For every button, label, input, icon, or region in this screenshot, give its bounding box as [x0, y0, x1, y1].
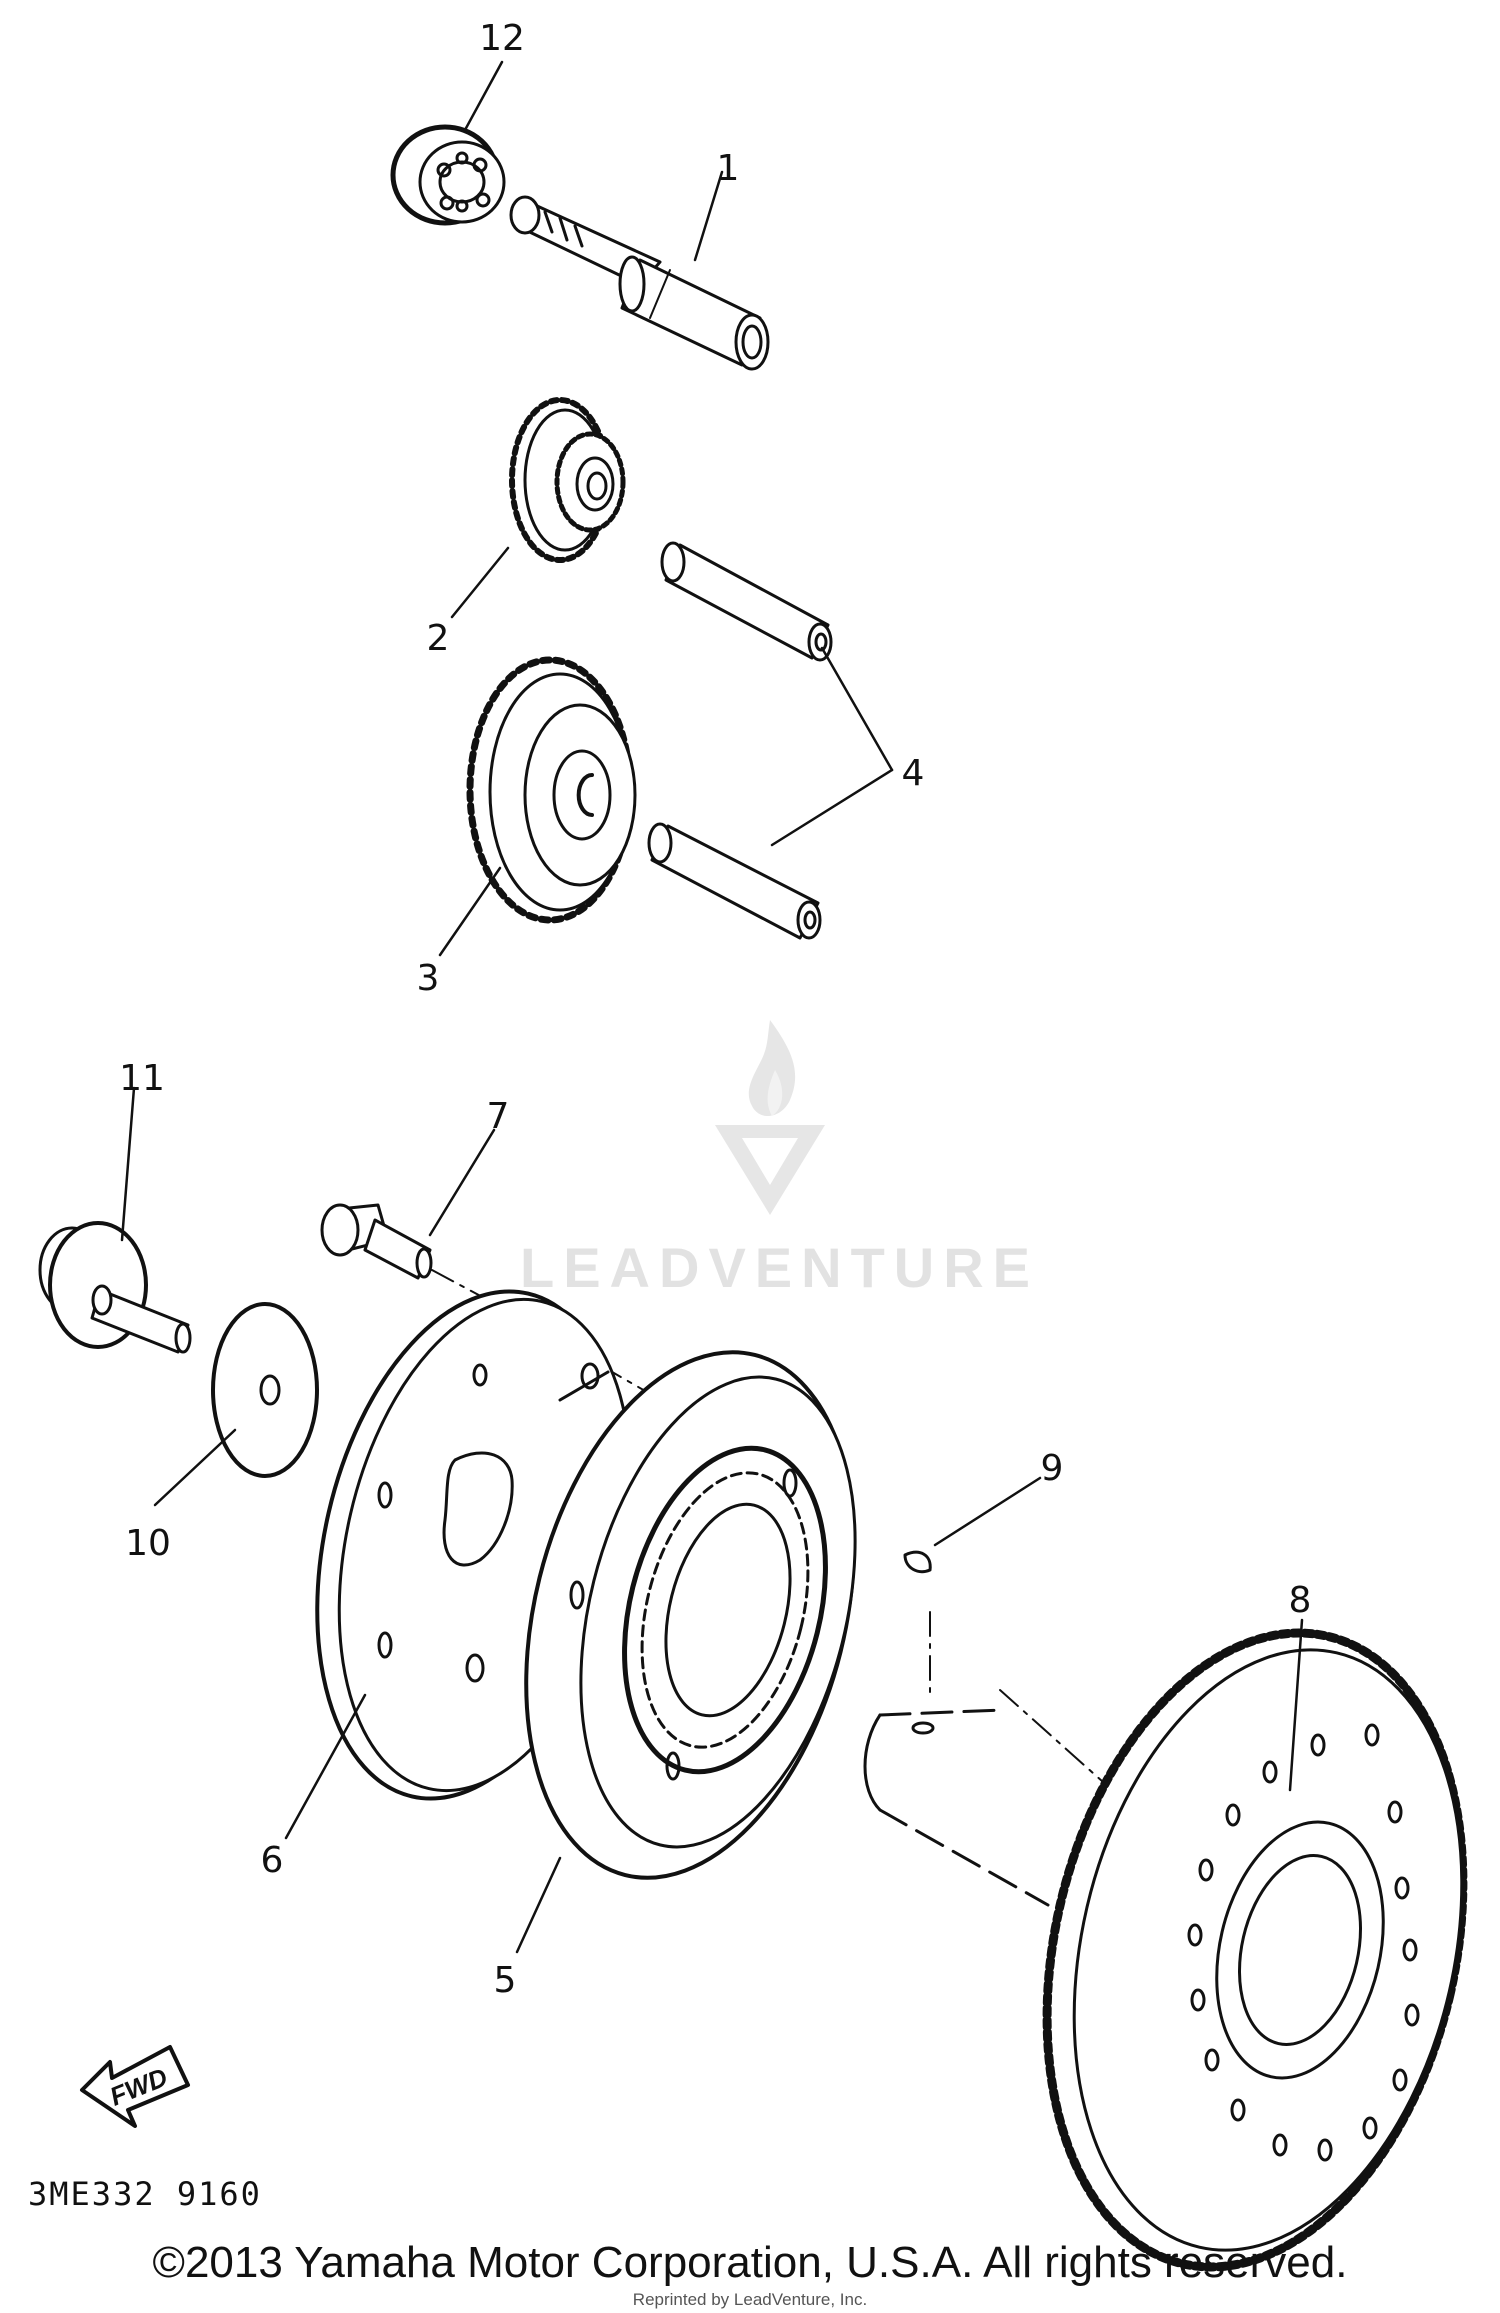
callout-6: 6: [261, 1840, 284, 1881]
callout-5: 5: [494, 1960, 517, 2001]
key-part-9: [903, 1550, 932, 1574]
callout-7: 7: [487, 1096, 510, 1137]
callout-12: 12: [479, 18, 525, 59]
forward-arrow-icon: FWD: [80, 2045, 190, 2128]
bolt-part-7: [320, 1203, 433, 1280]
crankshaft-stub: [863, 1708, 1050, 1907]
bearing-part-12: [390, 124, 506, 226]
copyright-notice: ©2013 Yamaha Motor Corporation, U.S.A. A…: [152, 2238, 1348, 2287]
gear-part-3: [466, 656, 637, 924]
watermark-text: LEADVENTURE: [520, 1236, 1040, 1299]
gear-part-8: [1042, 1628, 1468, 2272]
callout-4: 4: [902, 753, 925, 794]
watermark: LEADVENTURE: [520, 1010, 1040, 1300]
housing-part-5: [524, 1350, 857, 1880]
washer-part-10: [211, 1302, 319, 1478]
callout-9: 9: [1041, 1448, 1064, 1489]
diagram-code: 3ME332 9160: [28, 2175, 262, 2213]
callout-2: 2: [427, 618, 450, 659]
bolt-part-11: [38, 1221, 192, 1354]
leader-lines: [120, 60, 1304, 1954]
gear-part-2: [509, 397, 626, 563]
shaft-part-1: [509, 195, 770, 371]
callout-8: 8: [1289, 1580, 1312, 1621]
watermark-logo-icon: [715, 1020, 825, 1215]
callout-10: 10: [125, 1523, 171, 1564]
pin-part-4-lower: [647, 822, 822, 940]
pin-part-4-upper: [660, 541, 833, 662]
callout-3: 3: [417, 958, 440, 999]
callout-1: 1: [717, 148, 740, 189]
callout-labels: 12 1 2 3 4 11 7 10 9 8 6 5: [119, 18, 1311, 2001]
reprint-notice: Reprinted by LeadVenture, Inc.: [632, 2290, 868, 2309]
callout-11: 11: [119, 1058, 165, 1099]
